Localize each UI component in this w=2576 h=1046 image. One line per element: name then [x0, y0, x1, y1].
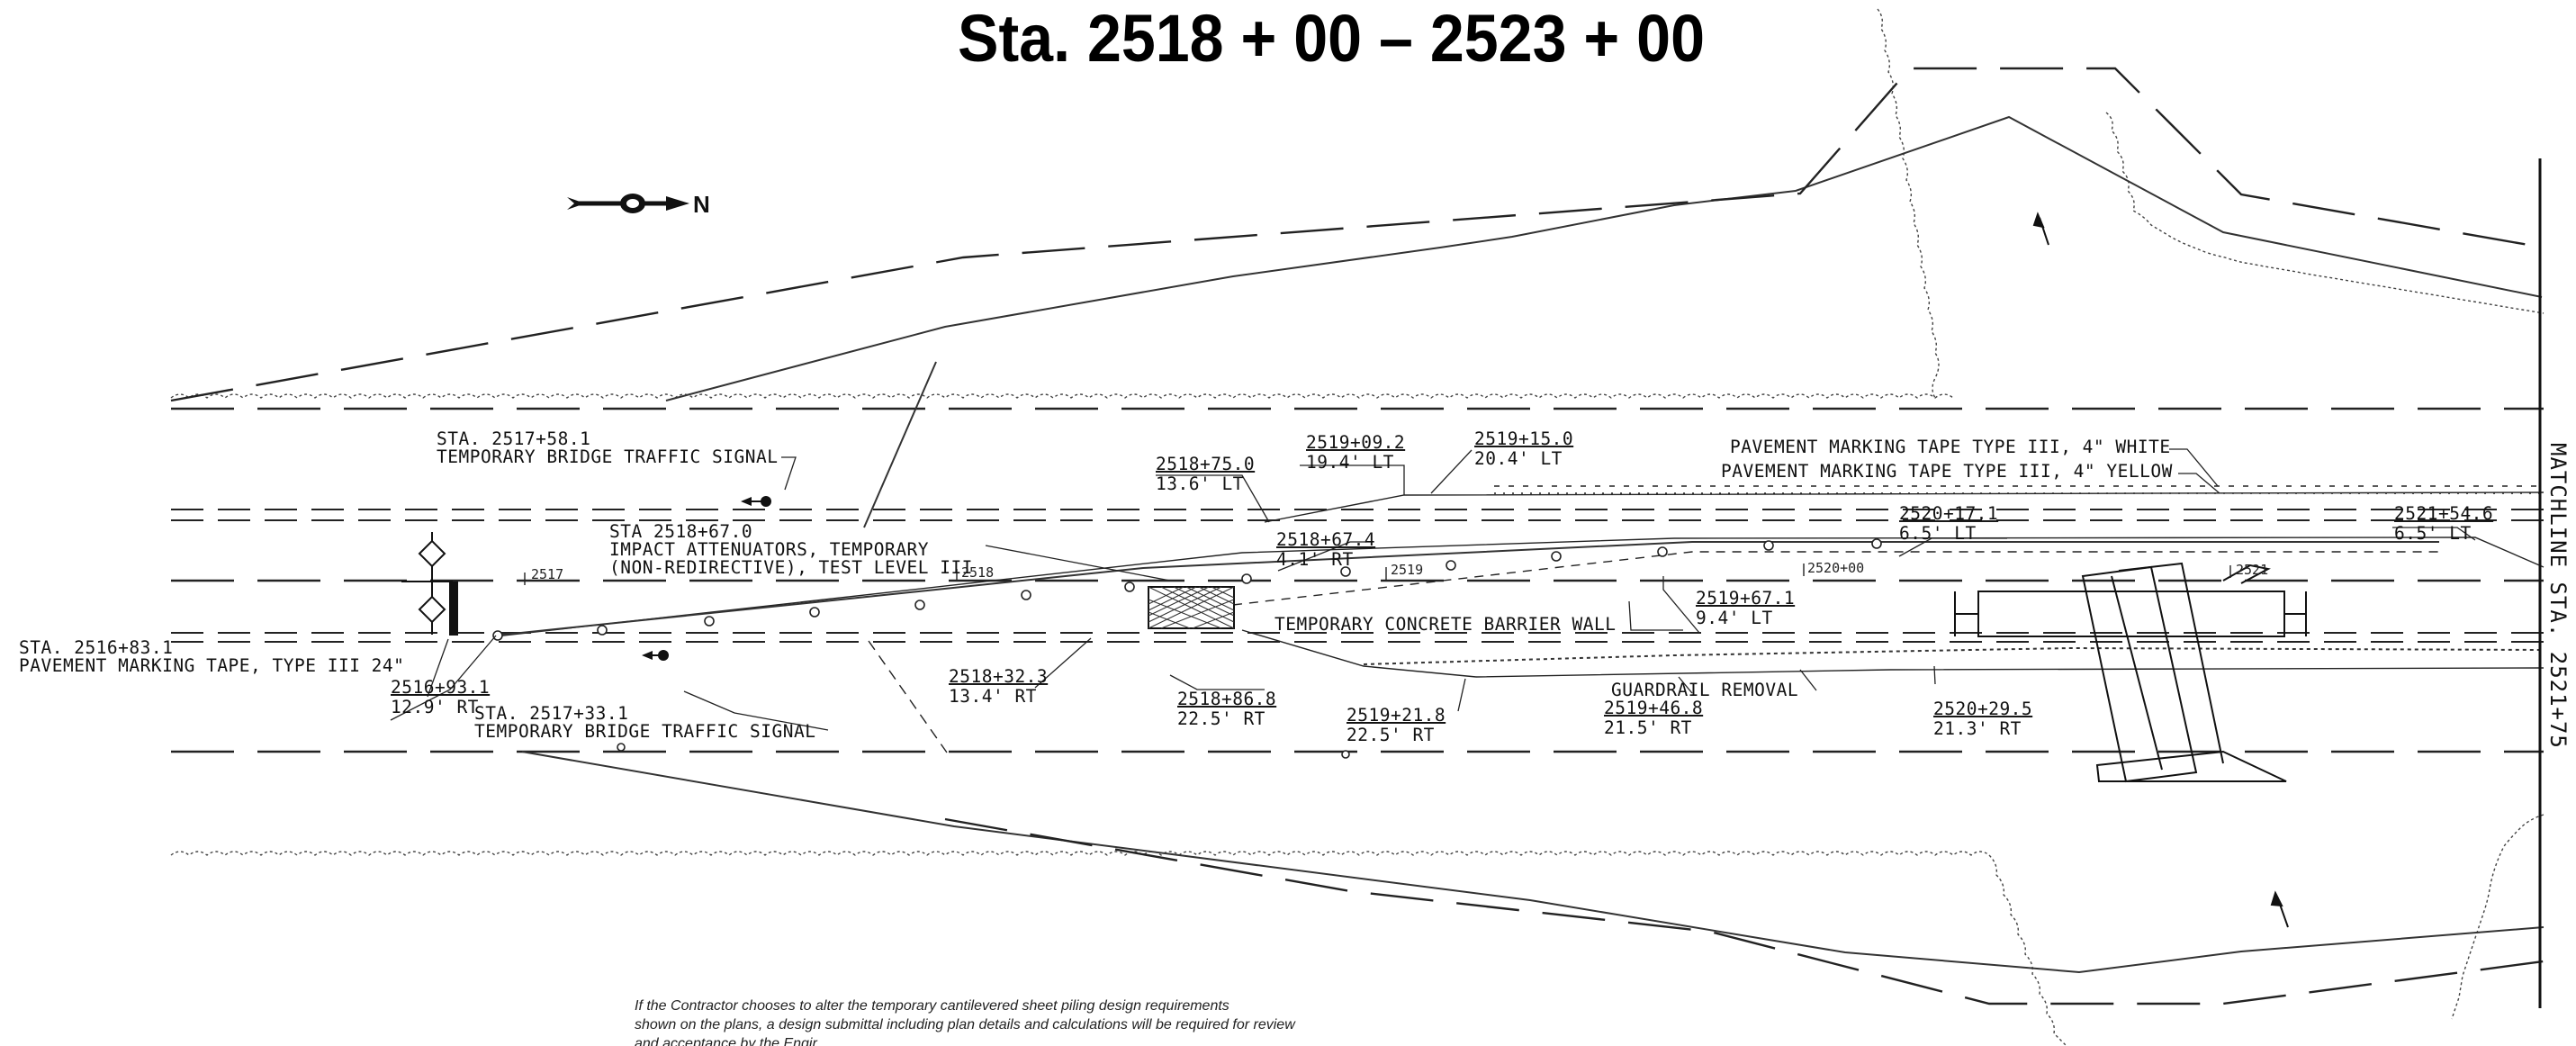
callout-2518-32-offset: 13.4' RT — [949, 686, 1037, 707]
tree-line-hill-top — [1877, 8, 1940, 399]
traffic-signal-icon-lower — [642, 650, 669, 661]
tree-line-right-bottom — [2451, 814, 2544, 1020]
matchline-label: MATCHLINE STA. 2521+75 — [2545, 443, 2571, 749]
north-pointer-icon-lower — [2270, 890, 2289, 928]
sheet-title: Sta. 2518 + 00 – 2523 + 00 — [958, 1, 1705, 76]
callout-2517-33-line2: TEMPORARY BRIDGE TRAFFIC SIGNAL — [474, 721, 815, 742]
guardrail-line — [1475, 667, 2544, 678]
north-label: N — [693, 191, 710, 218]
callout-2519-15-offset: 20.4' LT — [1474, 448, 1563, 469]
traffic-signal-icon-upper — [741, 496, 771, 507]
callout-2519-46-station: 2519+46.8 — [1604, 698, 1703, 718]
label-guardrail-removal: GUARDRAIL REMOVAL — [1611, 680, 1798, 700]
note-line-2: shown on the plans, a design submittal i… — [635, 1017, 1296, 1032]
callout-2521-54-station: 2521+54.6 — [2394, 503, 2493, 524]
callout-2516-93-station: 2516+93.1 — [391, 677, 490, 698]
callout-2520-29-offset: 21.3' RT — [1933, 718, 2022, 739]
callout-leaders — [390, 448, 2476, 731]
callout-2519-21-station: 2519+21.8 — [1347, 705, 1446, 726]
callout-2518-86-station: 2518+86.8 — [1177, 689, 1276, 709]
callout-2518-32-station: 2518+32.3 — [949, 666, 1048, 687]
edge-line-dashed-diagonal — [868, 640, 948, 753]
callout-2517-33-line1: STA. 2517+33.1 — [474, 703, 628, 724]
callout-2517-58-line1: STA. 2517+58.1 — [437, 428, 590, 449]
callout-2519-09-station: 2519+09.2 — [1306, 432, 1405, 453]
note-line-3: and acceptance by the Engir — [635, 1036, 817, 1046]
note-line-1: If the Contractor chooses to alter the t… — [635, 998, 1229, 1014]
impact-attenuator-icon — [1148, 586, 1235, 629]
callout-2518-67-4-station: 2518+67.4 — [1276, 529, 1375, 550]
existing-edge-bottom — [521, 751, 2544, 974]
pavement-marking-tape-bar — [449, 582, 458, 636]
callout-2521-54-offset: 6.5' LT — [2394, 523, 2472, 544]
barrier-posts — [492, 538, 1882, 759]
label-tape-yellow: PAVEMENT MARKING TAPE TYPE III, 4" YELLO… — [1721, 461, 2173, 482]
callout-2520-17-station: 2520+17.1 — [1899, 503, 1998, 524]
callout-2518-75-offset: 13.6' LT — [1156, 473, 1244, 494]
callout-2516-83-line2: PAVEMENT MARKING TAPE, TYPE III 24" — [19, 655, 404, 676]
temporary-barrier-edge — [1241, 629, 1477, 678]
tree-line-bottom — [170, 851, 1990, 856]
tree-line-bottom-right — [1988, 854, 2067, 1046]
sign-diamond-icon — [401, 532, 453, 635]
callout-2519-46-offset: 21.5' RT — [1604, 717, 1692, 738]
callout-2518-75-station: 2518+75.0 — [1156, 454, 1255, 474]
temporary-lane-edge — [494, 537, 2544, 637]
label-temporary-concrete-barrier-wall: TEMPORARY CONCRETE BARRIER WALL — [1274, 614, 1616, 635]
callout-2519-21-offset: 22.5' RT — [1347, 725, 1435, 745]
tree-line-right-top — [2105, 112, 2544, 314]
callout-2519-67-offset: 9.4' LT — [1696, 608, 1773, 628]
bridge-structure — [1954, 562, 2307, 783]
callout-2518-67-4-offset: 4.1' RT — [1276, 549, 1354, 570]
callout-2516-93-offset: 12.9' RT — [391, 697, 479, 717]
existing-edge-top — [665, 115, 2543, 401]
callout-2518-67-0-line2: IMPACT ATTENUATORS, TEMPORARY — [609, 539, 929, 560]
row-line-far-bottom — [944, 817, 2544, 1005]
north-arrow-icon: N — [567, 191, 710, 218]
station-tick-2521: 2521 — [2236, 562, 2268, 578]
station-tick-2519: 2519 — [1391, 562, 1423, 578]
callout-2520-17-offset: 6.5' LT — [1899, 523, 1977, 544]
guardrail-removal-line — [1363, 646, 2544, 665]
concrete-barrier-wall-inner — [1232, 551, 2439, 606]
tree-line-top — [170, 393, 1954, 399]
row-line-top — [170, 67, 2544, 402]
north-pointer-icon-upper — [2032, 212, 2049, 246]
edge-line-slanted — [863, 361, 937, 528]
station-tick-2517: 2517 — [531, 566, 563, 582]
callout-2516-83-line1: STA. 2516+83.1 — [19, 637, 173, 658]
callout-2519-09-offset: 19.4' LT — [1306, 452, 1394, 473]
callout-2519-15-station: 2519+15.0 — [1474, 428, 1573, 449]
callout-2517-58-line2: TEMPORARY BRIDGE TRAFFIC SIGNAL — [437, 446, 778, 467]
callout-2518-67-0-line1: STA 2518+67.0 — [609, 521, 752, 542]
callout-2518-86-offset: 22.5' RT — [1177, 708, 1265, 729]
station-tick-2520: 2520+00 — [1807, 560, 1864, 576]
callout-2519-67-station: 2519+67.1 — [1696, 588, 1795, 609]
station-tick-2518: 2518 — [961, 564, 994, 581]
callout-2520-29-station: 2520+29.5 — [1933, 699, 2032, 719]
callout-2518-67-0-line3: (NON-REDIRECTIVE), TEST LEVEL III — [609, 557, 973, 578]
station-ticks — [524, 564, 2231, 585]
label-tape-white: PAVEMENT MARKING TAPE TYPE III, 4" WHITE — [1730, 437, 2171, 457]
concrete-barrier-wall — [494, 541, 2439, 636]
